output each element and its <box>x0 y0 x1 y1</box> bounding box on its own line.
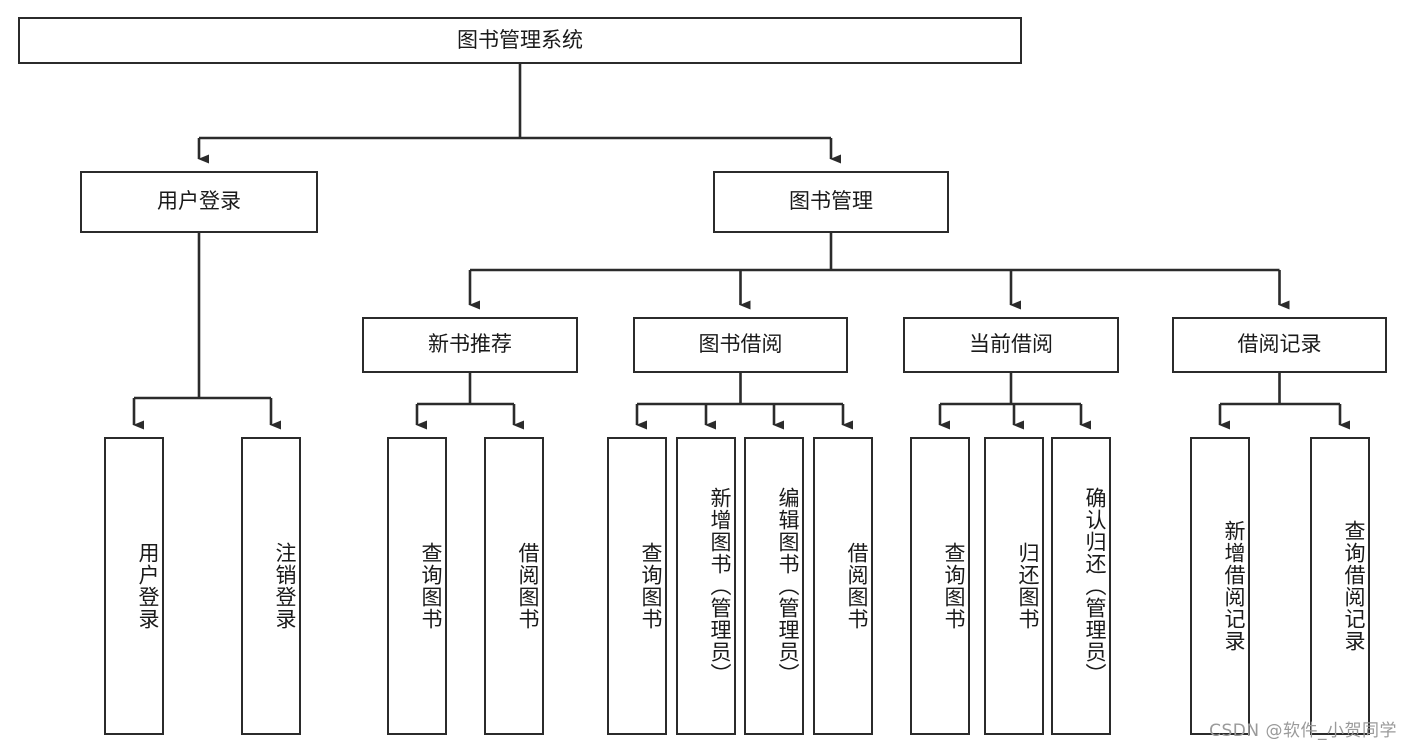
node-book-manage[interactable]: 图书管理 <box>713 171 949 233</box>
node-user-login[interactable]: 用户登录 <box>80 171 318 233</box>
leaf-borrow-book-borrow-label: 借阅图书 <box>845 542 869 630</box>
node-new-book-recommend-label: 新书推荐 <box>428 332 512 357</box>
leaf-add-book-admin[interactable]: 新增图书（管理员） <box>676 437 736 735</box>
leaf-query-borrow-record[interactable]: 查询借阅记录 <box>1310 437 1370 735</box>
node-borrow-record[interactable]: 借阅记录 <box>1172 317 1387 373</box>
node-book-manage-label: 图书管理 <box>789 189 873 214</box>
leaf-add-borrow-record[interactable]: 新增借阅记录 <box>1190 437 1250 735</box>
leaf-add-book-admin-label: 新增图书（管理员） <box>708 487 732 685</box>
watermark: CSDN @软件_小贺同学 <box>1209 721 1397 741</box>
leaf-query-book-recommend-label: 查询图书 <box>419 542 443 630</box>
leaf-query-book-current-label: 查询图书 <box>942 542 966 630</box>
node-current-borrow-label: 当前借阅 <box>969 332 1053 357</box>
leaf-edit-book-admin-label: 编辑图书（管理员） <box>776 487 800 685</box>
leaf-borrow-book-borrow[interactable]: 借阅图书 <box>813 437 873 735</box>
node-user-login-label: 用户登录 <box>157 189 241 214</box>
leaf-user-login[interactable]: 用户登录 <box>104 437 164 735</box>
leaf-query-book-recommend[interactable]: 查询图书 <box>387 437 447 735</box>
node-borrow-record-label: 借阅记录 <box>1237 332 1322 357</box>
node-root[interactable]: 图书管理系统 <box>18 17 1022 64</box>
node-root-label: 图书管理系统 <box>457 27 583 52</box>
leaf-borrow-book-recommend[interactable]: 借阅图书 <box>484 437 544 735</box>
leaf-add-borrow-record-label: 新增借阅记录 <box>1222 520 1246 652</box>
leaf-user-logout-label: 注销登录 <box>273 542 297 630</box>
leaf-borrow-book-recommend-label: 借阅图书 <box>516 542 540 630</box>
leaf-user-login-label: 用户登录 <box>136 542 160 630</box>
node-new-book-recommend[interactable]: 新书推荐 <box>362 317 578 373</box>
leaf-confirm-return-admin[interactable]: 确认归还（管理员） <box>1051 437 1111 735</box>
leaf-query-book-borrow-label: 查询图书 <box>639 542 663 630</box>
leaf-query-borrow-record-label: 查询借阅记录 <box>1342 520 1366 652</box>
leaf-confirm-return-admin-label: 确认归还（管理员） <box>1083 487 1107 685</box>
leaf-user-logout[interactable]: 注销登录 <box>241 437 301 735</box>
leaf-query-book-current[interactable]: 查询图书 <box>910 437 970 735</box>
leaf-query-book-borrow[interactable]: 查询图书 <box>607 437 667 735</box>
node-book-borrow-label: 图书借阅 <box>698 332 783 357</box>
leaf-return-book-label: 归还图书 <box>1016 542 1040 630</box>
node-current-borrow[interactable]: 当前借阅 <box>903 317 1119 373</box>
node-book-borrow[interactable]: 图书借阅 <box>633 317 848 373</box>
leaf-return-book[interactable]: 归还图书 <box>984 437 1044 735</box>
leaf-edit-book-admin[interactable]: 编辑图书（管理员） <box>744 437 804 735</box>
